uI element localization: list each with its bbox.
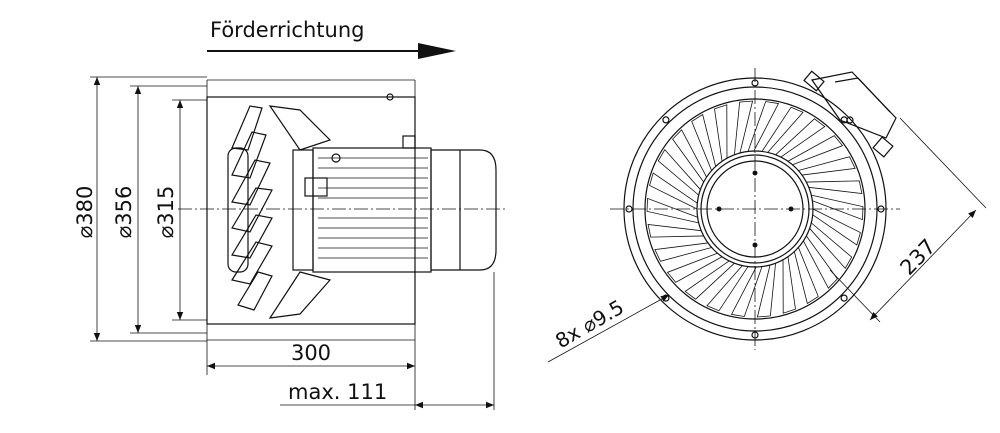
flow-direction-arrowhead (418, 43, 456, 59)
front-blade (756, 263, 776, 318)
flow-direction-label: Förderrichtung (210, 18, 364, 42)
front-blade (787, 135, 844, 166)
impeller-blades-front (646, 100, 864, 318)
bolt-hole (840, 294, 848, 302)
dim-length-300: 300 (291, 341, 331, 365)
front-blade (782, 256, 796, 314)
front-blade (714, 104, 728, 162)
impeller (227, 105, 332, 319)
front-blade (734, 100, 754, 155)
bolt-hole (662, 116, 670, 124)
front-blade (793, 247, 819, 305)
front-blade (811, 194, 864, 221)
front-blade (806, 180, 863, 195)
housing-outline (206, 96, 416, 325)
front-blade (812, 208, 861, 246)
front-blade (691, 113, 717, 171)
motor (292, 93, 497, 273)
side-view: ⌀380 ⌀356 ⌀315 300 max. 111 (73, 76, 505, 410)
front-blade (647, 223, 704, 238)
flow-direction: Förderrichtung (207, 18, 456, 59)
front-blade (747, 101, 780, 152)
front-blade (657, 148, 701, 196)
dim-dia-315: ⌀315 (154, 186, 178, 239)
dim-237-group: 237 (829, 117, 987, 323)
dim-237: 237 (895, 234, 940, 280)
front-blade (684, 260, 735, 300)
front-blade (646, 197, 699, 224)
terminal-box (803, 70, 897, 158)
dim-dia-380: ⌀380 (73, 186, 97, 239)
dim-max-111: max. 111 (288, 380, 387, 404)
front-blade (730, 266, 763, 317)
front-view: 237 8x ⌀9.5 (547, 68, 987, 363)
hole-callout: 8x ⌀9.5 (547, 294, 670, 363)
front-blade (809, 222, 853, 270)
front-blade (761, 106, 804, 153)
front-blade (672, 129, 707, 183)
front-blade (706, 265, 749, 312)
dim-dia-356: ⌀356 (112, 186, 136, 239)
front-blade (649, 172, 698, 210)
front-blade (666, 252, 723, 283)
length-dimensions: 300 max. 111 (206, 272, 495, 410)
front-blade (798, 156, 856, 176)
diameter-dimensions: ⌀380 ⌀356 ⌀315 (73, 76, 207, 342)
front-blade (654, 242, 712, 262)
front-blade (803, 235, 838, 289)
front-blade (775, 118, 826, 158)
